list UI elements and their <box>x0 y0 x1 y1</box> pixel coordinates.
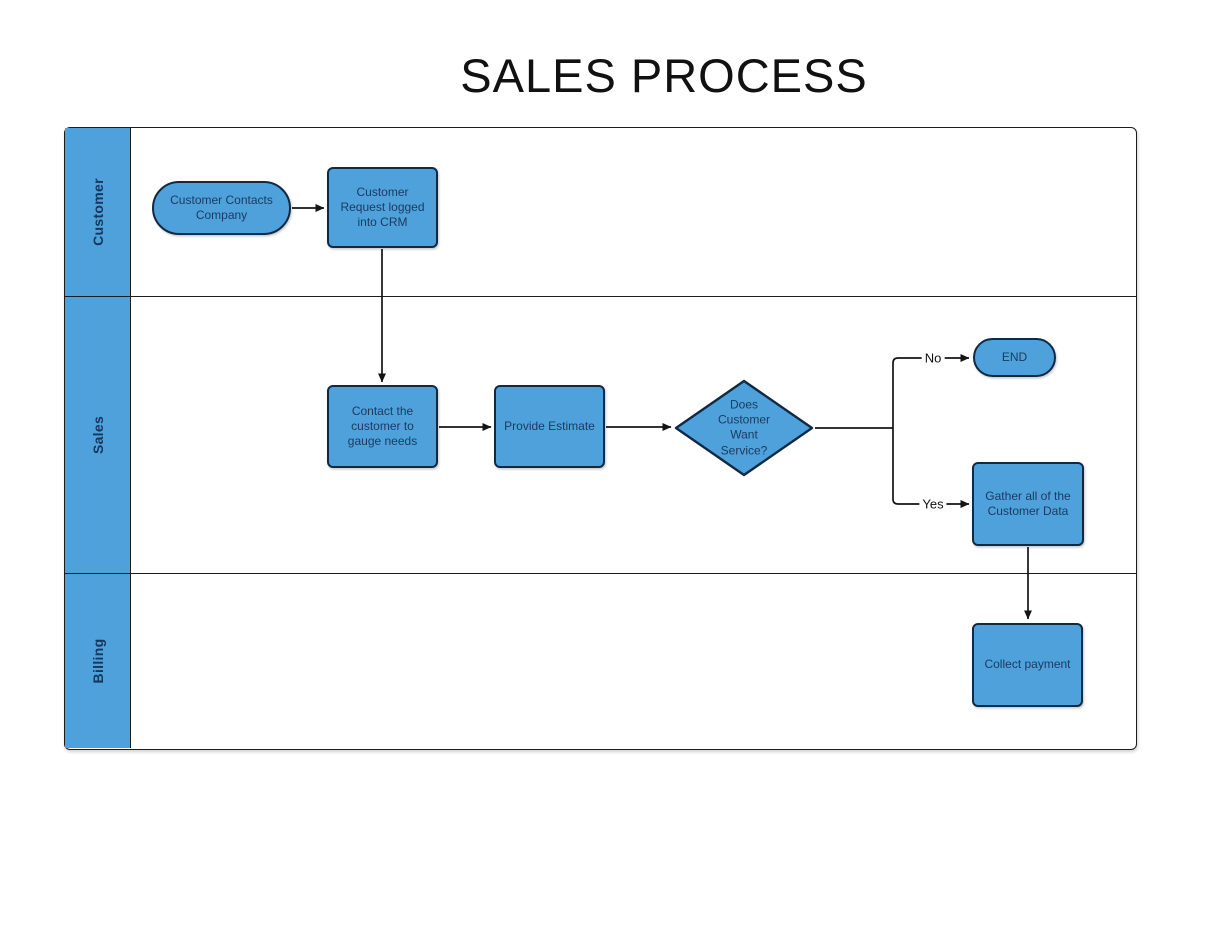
node-contact-label: Contact the customer to gauge needs <box>347 403 418 449</box>
lane-sales-label: Sales <box>89 415 106 455</box>
lane-billing-label: Billing <box>89 638 106 684</box>
node-customer-contacts-company: Customer Contacts Company <box>152 181 291 235</box>
node-collect-label: Collect payment <box>984 657 1071 672</box>
edge-label-yes: Yes <box>919 497 947 511</box>
lane-sales-header: Sales <box>65 297 131 573</box>
node-decision-does-customer-want-service: Does Customer Want Service? <box>672 377 816 479</box>
node-contact-the-customer: Contact the customer to gauge needs <box>327 385 438 468</box>
node-collect-payment: Collect payment <box>972 623 1083 707</box>
diagram-title: SALES PROCESS <box>460 49 868 102</box>
lane-billing: Billing <box>65 574 1136 748</box>
lane-customer-label: Customer <box>89 178 106 246</box>
node-gather-customer-data: Gather all of the Customer Data <box>972 462 1084 546</box>
lane-customer-header: Customer <box>65 128 131 296</box>
lane-customer: Customer <box>65 128 1136 297</box>
node-gather-label: Gather all of the Customer Data <box>985 488 1071 518</box>
edge-label-no: No <box>921 351 945 365</box>
node-end-label: END <box>1001 349 1028 364</box>
lane-billing-header: Billing <box>65 574 131 748</box>
node-crm-label: Customer Request logged into CRM <box>340 184 425 230</box>
swimlane-frame: Customer Sales Billing <box>64 127 1137 750</box>
node-customer-request-logged-into-crm: Customer Request logged into CRM <box>327 167 438 248</box>
decision-diamond-shape <box>674 379 814 477</box>
node-decision-label: Does Customer Want Service? <box>717 397 770 458</box>
node-estimate-label: Provide Estimate <box>504 418 595 433</box>
lane-sales: Sales <box>65 297 1136 574</box>
node-end-terminator: END <box>973 338 1056 377</box>
node-customer-contacts-company-label: Customer Contacts Company <box>170 192 273 222</box>
node-provide-estimate: Provide Estimate <box>494 385 605 468</box>
